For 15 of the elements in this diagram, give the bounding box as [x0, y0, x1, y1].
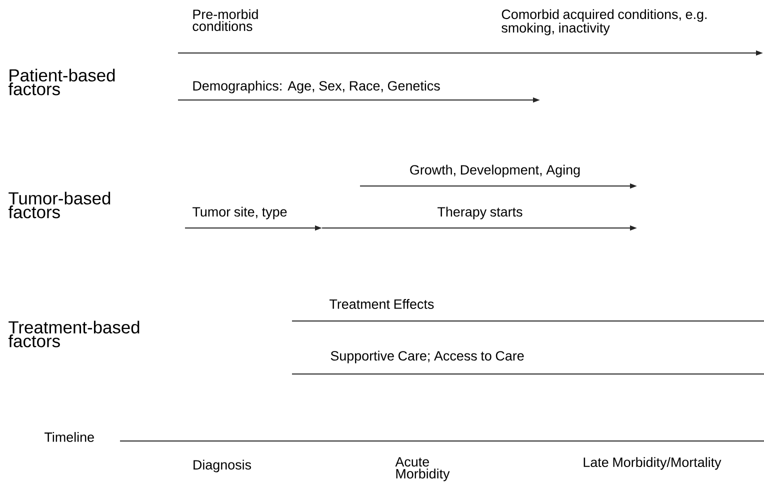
arrow-label: Therapy starts: [438, 206, 522, 220]
arrow-label: Growth, Development, Aging: [410, 164, 580, 178]
row-heading: Patient-based factors: [8, 68, 115, 96]
arrow-label: Comorbid acquired conditions, e.g. smoking, inactivity: [502, 9, 707, 36]
milestone-label: Late Morbidity/Mortality: [584, 457, 722, 470]
arrow-label: Demographics: Age, Sex, Race, Genetics: [193, 80, 440, 94]
row-heading: Tumor-based factors: [8, 192, 110, 218]
arrow-label: Pre-morbid conditions: [192, 9, 258, 32]
row-heading: Treatment-based factors: [8, 320, 140, 348]
milestone-label: Diagnosis: [194, 460, 252, 472]
line-label: Supportive Care; Access to Care: [330, 350, 524, 364]
arrow-label: Tumor site, type: [192, 206, 287, 220]
line-label: Treatment Effects: [330, 299, 434, 309]
axis-label: Timeline: [44, 432, 94, 442]
milestone-label: Acute Morbidity: [395, 457, 450, 482]
